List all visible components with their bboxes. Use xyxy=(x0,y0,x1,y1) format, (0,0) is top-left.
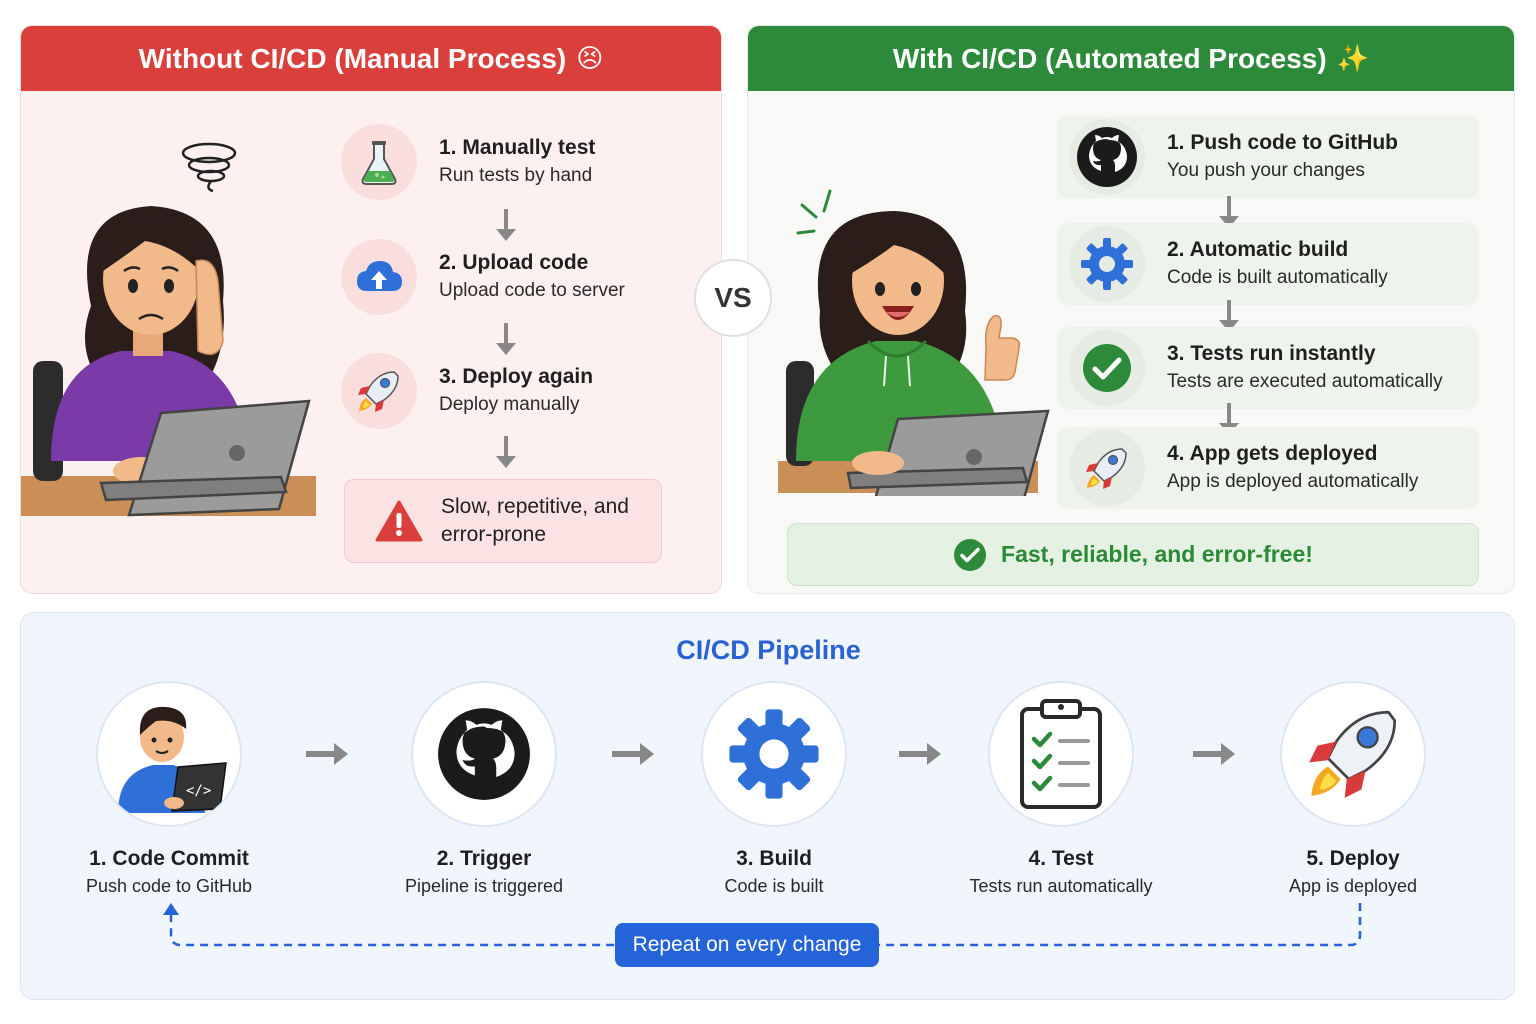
auto-step-desc: Code is built automatically xyxy=(1167,267,1388,288)
automated-panel-title: With CI/CD (Automated Process) xyxy=(892,42,1327,74)
developer-laptop-icon: </> xyxy=(96,681,242,827)
manual-step-desc: Run tests by hand xyxy=(439,165,593,186)
auto-step-desc: App is deployed automatically xyxy=(1167,471,1419,492)
github-icon xyxy=(1069,119,1145,195)
right-arrow-icon xyxy=(612,743,654,765)
gear-icon xyxy=(701,681,847,827)
pipeline-stage-build: 3. Build Code is built xyxy=(629,681,919,899)
manual-step-test: 1. Manually test Run tests by hand xyxy=(341,124,595,200)
cicd-pipeline-panel: CI/CD Pipeline </> 1. Code Commit Push c… xyxy=(20,612,1515,1000)
manual-step-desc: Upload code to server xyxy=(439,280,625,301)
flask-icon xyxy=(341,124,417,200)
pipeline-stage-desc: Push code to GitHub xyxy=(85,876,253,896)
down-arrow-icon xyxy=(1219,300,1239,332)
pipeline-stage-label: 1. Code Commit xyxy=(89,847,249,870)
rocket-icon xyxy=(341,353,417,429)
down-arrow-icon xyxy=(496,323,516,355)
pipeline-stage-commit: </> 1. Code Commit Push code to GitHub xyxy=(24,681,314,899)
repeat-on-change-badge: Repeat on every change xyxy=(615,923,879,967)
auto-step-deploy: 4. App gets deployed App is deployed aut… xyxy=(1057,427,1479,509)
cloud-upload-icon xyxy=(341,239,417,315)
github-icon xyxy=(411,681,557,827)
manual-step-desc: Deploy manually xyxy=(439,394,580,415)
automated-success-text: Fast, reliable, and error-free! xyxy=(1001,541,1313,567)
pipeline-stage-test: 4. Test Tests run automatically xyxy=(916,681,1206,899)
manual-step-title: 3. Deploy again xyxy=(439,365,594,388)
clipboard-checklist-icon xyxy=(988,681,1134,827)
automated-panel-header: With CI/CD (Automated Process) ✨ xyxy=(748,26,1514,91)
manual-panel-title: Without CI/CD (Manual Process) xyxy=(138,42,567,74)
down-arrow-icon xyxy=(496,436,516,468)
excitement-lines-icon xyxy=(796,189,832,235)
right-arrow-icon xyxy=(1193,743,1235,765)
right-arrow-icon xyxy=(899,743,941,765)
right-arrow-icon xyxy=(306,743,348,765)
pipeline-stage-desc: Code is built xyxy=(724,876,824,896)
svg-text:</>: </> xyxy=(186,783,211,799)
pipeline-stage-label: 3. Build xyxy=(736,847,812,870)
auto-step-title: 3. Tests run instantly xyxy=(1167,342,1376,365)
down-arrow-icon xyxy=(1219,196,1239,228)
auto-step-title: 4. App gets deployed xyxy=(1167,442,1378,465)
manual-warning-text: Slow, repetitive, and error-prone xyxy=(441,495,629,546)
rocket-icon xyxy=(1280,681,1426,827)
pipeline-stage-trigger: 2. Trigger Pipeline is triggered xyxy=(339,681,629,899)
check-circle-icon xyxy=(954,538,987,571)
rocket-icon xyxy=(1069,430,1145,506)
manual-warning-box: Slow, repetitive, and error-prone xyxy=(344,479,662,563)
gear-icon xyxy=(1069,226,1145,302)
pipeline-title: CI/CD Pipeline xyxy=(676,635,861,665)
manual-step-title: 2. Upload code xyxy=(439,251,589,274)
manual-step-deploy: 3. Deploy again Deploy manually xyxy=(341,353,593,429)
dizzy-spiral-icon xyxy=(181,142,237,193)
pipeline-stage-desc: Tests run automatically xyxy=(969,876,1153,896)
down-arrow-icon xyxy=(496,209,516,241)
auto-step-build: 2. Automatic build Code is built automat… xyxy=(1057,223,1479,305)
automated-success-box: Fast, reliable, and error-free! xyxy=(787,523,1479,586)
stressed-developer-illustration xyxy=(21,142,316,517)
pipeline-stage-desc: Pipeline is triggered xyxy=(404,876,564,896)
auto-step-desc: Tests are executed automatically xyxy=(1167,371,1443,392)
manual-step-upload: 2. Upload code Upload code to server xyxy=(341,239,625,315)
auto-step-title: 1. Push code to GitHub xyxy=(1167,131,1399,154)
auto-step-title: 2. Automatic build xyxy=(1167,238,1349,261)
auto-step-push: 1. Push code to GitHub You push your cha… xyxy=(1057,116,1479,198)
vs-badge: VS xyxy=(694,259,772,337)
manual-panel-header: Without CI/CD (Manual Process) 😣 xyxy=(21,26,721,91)
pipeline-stage-label: 2. Trigger xyxy=(436,847,532,870)
sparkles-icon: ✨ xyxy=(1336,43,1370,73)
pipeline-stage-label: 4. Test xyxy=(1028,847,1094,870)
auto-step-desc: You push your changes xyxy=(1167,160,1365,181)
stressed-face-icon: 😣 xyxy=(576,43,604,73)
manual-step-title: 1. Manually test xyxy=(439,136,596,159)
auto-step-tests: 3. Tests run instantly Tests are execute… xyxy=(1057,327,1479,409)
pipeline-stage-desc: App is deployed xyxy=(1288,876,1418,896)
happy-developer-illustration xyxy=(778,189,1050,496)
check-circle-icon xyxy=(1069,330,1145,406)
pipeline-stage-deploy: 5. Deploy App is deployed xyxy=(1208,681,1498,899)
pipeline-stage-label: 5. Deploy xyxy=(1306,847,1400,870)
warning-triangle-icon xyxy=(375,500,423,542)
